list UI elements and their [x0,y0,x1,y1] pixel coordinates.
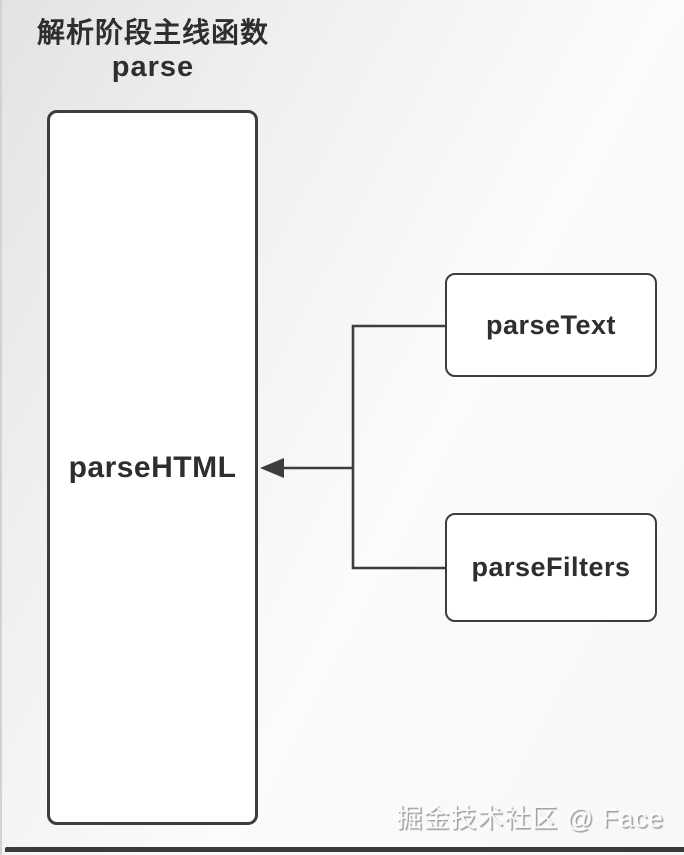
node-parsetext-label: parseText [485,309,617,340]
node-parsehtml: parseHTML [47,110,258,825]
bottom-divider-bar [5,847,684,852]
left-edge-line [0,0,2,855]
node-parsehtml-label: parseHTML [68,450,237,484]
arrow-left-icon [260,458,284,478]
node-parsetext: parseText [445,273,657,377]
connector-bracket [351,324,445,570]
watermark-text: 掘金技术社区 @ Face [396,803,664,833]
diagram-title-chinese: 解析阶段主线函数 [36,17,269,48]
node-parsefilters: parseFilters [445,513,657,622]
node-parsefilters-label: parseFilters [471,552,631,582]
diagram-title-parse: parse [111,51,195,83]
diagram-title: 解析阶段主线函数 parse [0,16,306,84]
